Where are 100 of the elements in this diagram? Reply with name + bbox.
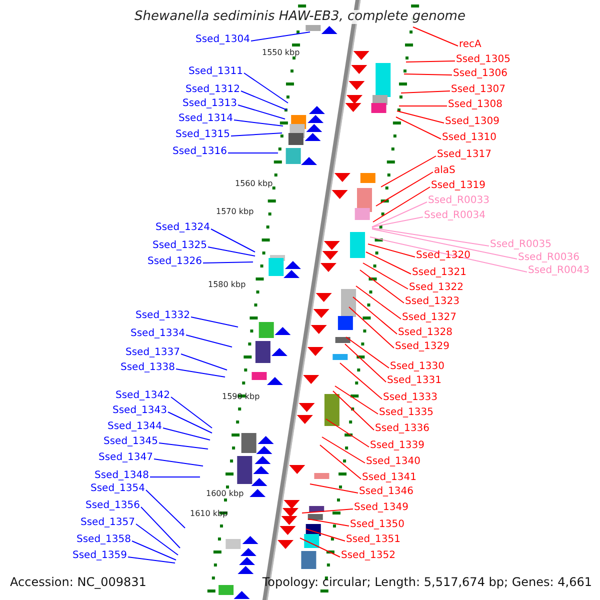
gene-label: Ssed_R0033: [428, 194, 490, 208]
leader-line: [404, 74, 452, 76]
leader-line: [228, 152, 278, 154]
gene-label: Ssed_1315: [175, 128, 230, 142]
gene-label: Ssed_1347: [98, 451, 153, 465]
gene-label: Ssed_1326: [147, 255, 202, 269]
leader-line: [322, 436, 366, 464]
gene-label: Ssed_1321: [412, 266, 467, 280]
gene-label: alaS: [434, 164, 456, 178]
gene-label: Ssed_1331: [387, 374, 442, 388]
leader-line: [308, 518, 350, 526]
leader-line: [208, 246, 256, 256]
gene-label: recA: [459, 38, 482, 52]
leader-line: [352, 296, 398, 334]
gene-label: Ssed_1351: [346, 533, 401, 547]
leader-line: [132, 540, 176, 560]
leader-line: [128, 556, 176, 564]
gene-label: Ssed_1316: [172, 145, 227, 159]
leader-line: [230, 132, 282, 136]
gene-label: Ssed_1322: [409, 281, 464, 295]
gene-label: Ssed_1324: [155, 221, 210, 235]
leader-line: [362, 262, 408, 290]
leader-line: [158, 442, 208, 450]
leader-line: [310, 484, 358, 494]
leader-line: [326, 418, 370, 448]
gene-label: Ssed_1348: [94, 469, 149, 483]
leader-line: [376, 172, 434, 206]
leader-line: [202, 262, 254, 264]
leader-line: [302, 508, 354, 514]
leader-line: [190, 316, 238, 328]
gene-label: Ssed_1354: [90, 482, 145, 496]
leader-line: [180, 354, 228, 370]
leader-line: [372, 202, 428, 228]
leader-line: [320, 444, 362, 480]
gene-label: Ssed_R0036: [518, 251, 580, 265]
gene-label: Ssed_1336: [375, 422, 430, 436]
accession-text: Accession: NC_009831: [10, 575, 146, 589]
leader-line: [340, 362, 382, 400]
gene-label: Ssed_1330: [390, 360, 445, 374]
leader-line: [368, 244, 416, 258]
gene-label: Ssed_1312: [185, 83, 240, 97]
gene-label: Ssed_1309: [445, 115, 500, 129]
leader-line: [380, 156, 436, 188]
gene-label: Ssed_1358: [76, 533, 131, 547]
leader-line: [210, 228, 256, 252]
gene-label: Ssed_1345: [103, 435, 158, 449]
gene-label: Ssed_1359: [72, 549, 127, 563]
gene-label: Ssed_1306: [453, 67, 508, 81]
leader-line: [396, 116, 442, 140]
gene-label: Ssed_1307: [451, 83, 506, 97]
leader-line: [372, 216, 424, 228]
leader-line: [344, 344, 386, 382]
gene-label: Ssed_1333: [383, 391, 438, 405]
scale-label: 1600 kbp: [206, 489, 244, 499]
gene-label: Ssed_1320: [416, 249, 471, 263]
leader-line: [176, 368, 226, 378]
gene-label: Ssed_1319: [431, 179, 486, 193]
leader-line: [406, 60, 456, 62]
scale-label: 1580 kbp: [208, 280, 246, 290]
gene-label: Ssed_1305: [456, 53, 511, 67]
leader-line: [356, 286, 402, 320]
leader-line: [332, 390, 374, 430]
gene-label: Ssed_1344: [107, 420, 162, 434]
scale-label: 1570 kbp: [216, 207, 254, 217]
leader-line: [234, 120, 284, 126]
gene-label: Ssed_1313: [182, 97, 237, 111]
leader-line: [250, 32, 310, 42]
leader-line: [240, 90, 288, 110]
leader-line: [186, 334, 232, 348]
gene-label: Ssed_1334: [130, 327, 185, 341]
gene-label: Ssed_1339: [370, 439, 425, 453]
leader-line: [168, 412, 212, 434]
leader-line: [412, 26, 458, 46]
gene-label: Ssed_1323: [405, 295, 460, 309]
scale-label: 1610 kbp: [190, 509, 228, 519]
leader-line: [244, 72, 288, 104]
genome-info-text: Topology: circular; Length: 5,517,674 bp; Genes: 4,661: [262, 575, 592, 589]
gene-label: Ssed_1311: [188, 65, 243, 79]
leader-line: [348, 306, 394, 348]
leader-line: [400, 90, 450, 94]
scale-label: 1550 kbp: [262, 48, 300, 58]
gene-label: Ssed_1349: [354, 501, 409, 515]
leader-line: [360, 270, 404, 304]
leader-line: [300, 538, 340, 558]
gene-label: Ssed_1335: [379, 406, 434, 420]
gene-label: Ssed_1329: [395, 340, 450, 354]
scale-label: 1590 kbp: [222, 392, 260, 402]
gene-label: Ssed_1342: [115, 389, 170, 403]
leader-line: [334, 386, 378, 414]
gene-label: Ssed_1314: [178, 112, 233, 126]
leader-line: [136, 524, 178, 556]
leader-line: [306, 528, 346, 542]
leader-line: [150, 476, 200, 478]
leader-line: [366, 252, 412, 274]
leader-line: [162, 428, 210, 440]
leader-line: [370, 236, 528, 272]
gene-label: Ssed_1327: [402, 311, 457, 325]
gene-label: Ssed_1337: [125, 346, 180, 360]
leader-line: [372, 228, 490, 246]
gene-label: Ssed_1332: [135, 309, 190, 323]
